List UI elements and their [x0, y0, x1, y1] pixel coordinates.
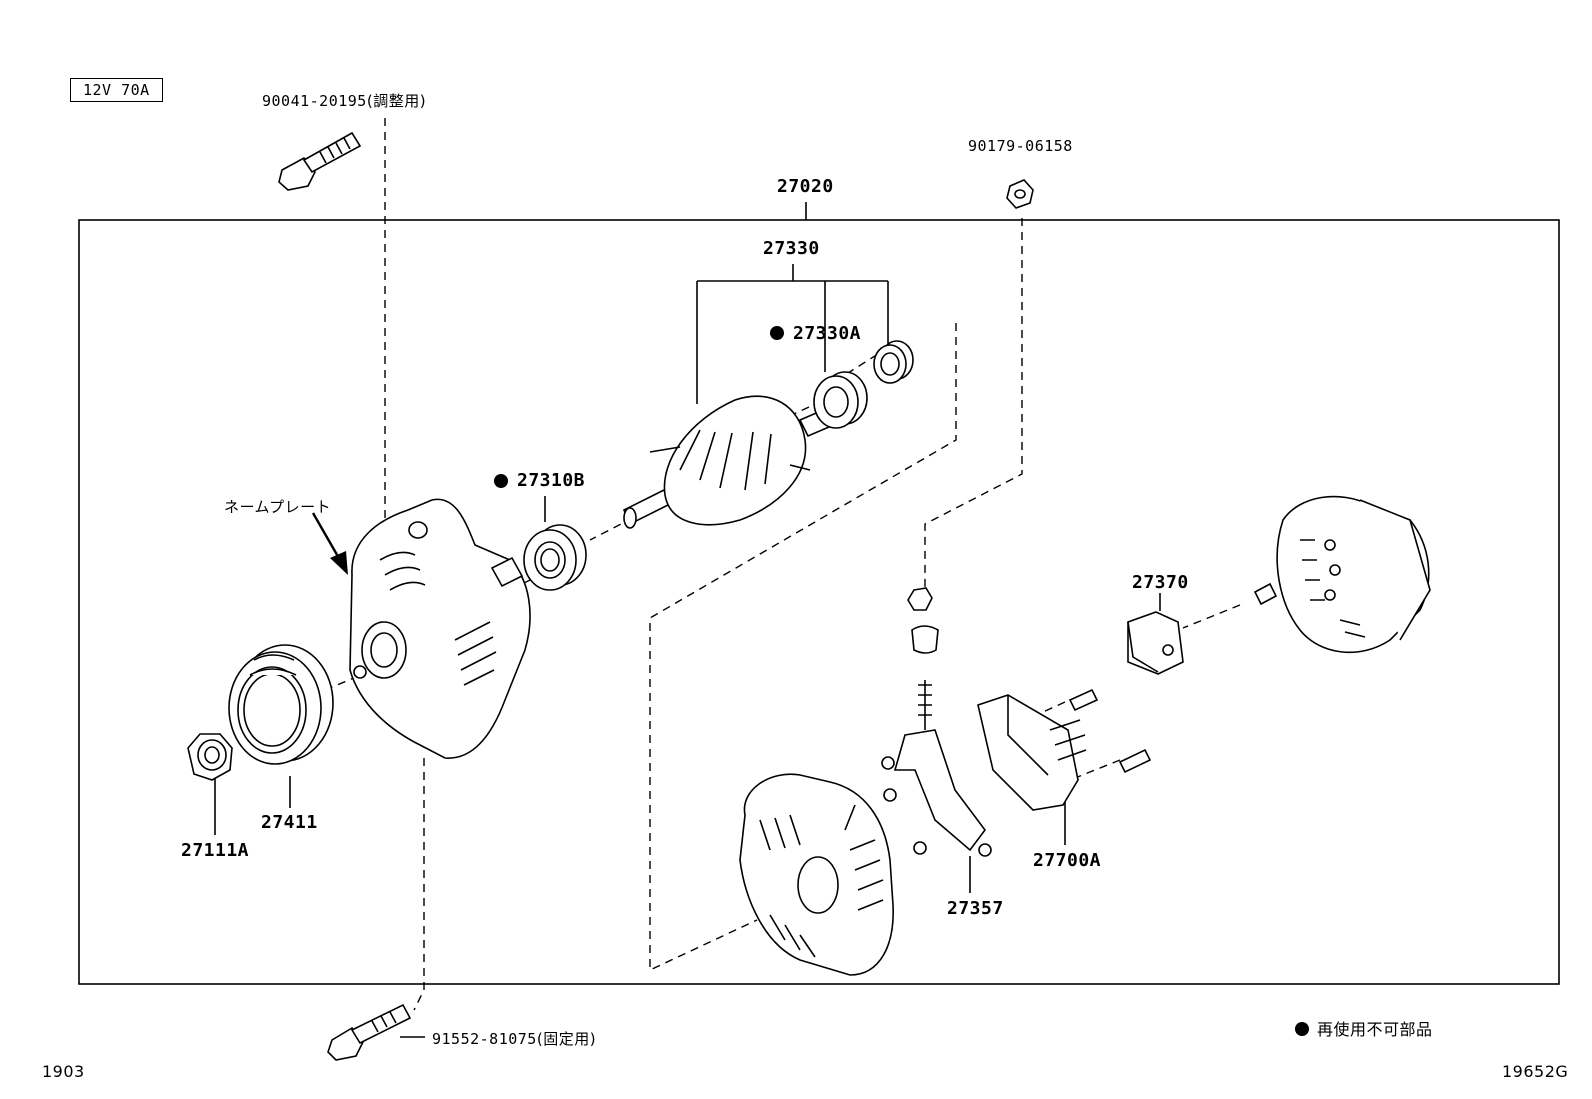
pulley-nut-icon [187, 733, 233, 781]
fix-bolt-icon [327, 1003, 412, 1061]
footer-left-code: 1903 [42, 1062, 85, 1081]
drive-end-frame-icon [349, 498, 531, 759]
rectifier-terminal-label: 27357 [947, 898, 1004, 919]
bolt-fix-label: 91552-81075(固定用) [432, 1028, 596, 1049]
footer-right-code: 19652G [1502, 1062, 1569, 1081]
assembly-frame [78, 219, 1560, 985]
bolt-adjust-number: 90041-20195 [262, 92, 367, 110]
legend-text: 再使用不可部品 [1317, 1020, 1433, 1039]
spec-label: 12V 70A [70, 78, 163, 102]
bolt-fix-note: (固定用) [536, 1030, 597, 1048]
nameplate-arrow-icon [330, 551, 348, 575]
bolt-adjust-note: (調整用) [366, 92, 427, 110]
legend: 再使用不可部品 [1295, 1016, 1433, 1040]
top-nut-label: 90179-06158 [968, 137, 1073, 155]
non-reusable-marker-icon [494, 474, 508, 488]
adjust-bolt-icon [278, 131, 362, 191]
regulator-label: 27700A [1033, 850, 1102, 871]
front-bearing-label: 27310B [517, 470, 586, 491]
regulator-icon [977, 688, 1152, 811]
rear-bearing-label: 27330A [793, 323, 862, 344]
pulley-icon [228, 644, 334, 765]
rotor-icon [622, 395, 838, 529]
rotor-label: 27330 [763, 238, 820, 259]
bolt-adjust-label: 90041-20195(調整用) [262, 90, 426, 111]
brush-holder-label: 27370 [1132, 572, 1189, 593]
bolt-fix-number: 91552-81075 [432, 1030, 537, 1048]
assembly-label: 27020 [777, 176, 834, 197]
rear-end-frame-icon [739, 773, 894, 976]
rectifier-terminal-icon [881, 587, 992, 857]
pulley-label: 27411 [261, 812, 318, 833]
pulley-nut-label: 27111A [181, 840, 250, 861]
front-bearing-icon [523, 524, 587, 591]
non-reusable-marker-icon [770, 326, 784, 340]
nameplate-label: ネームプレート [224, 498, 332, 516]
rear-cover-icon [1276, 495, 1431, 654]
rear-bearing-icon [813, 371, 868, 429]
legend-dot-icon [1295, 1022, 1309, 1036]
brush-holder-icon [1127, 582, 1278, 675]
bearing-cover-icon [873, 340, 914, 384]
top-nut-icon [1006, 179, 1034, 209]
